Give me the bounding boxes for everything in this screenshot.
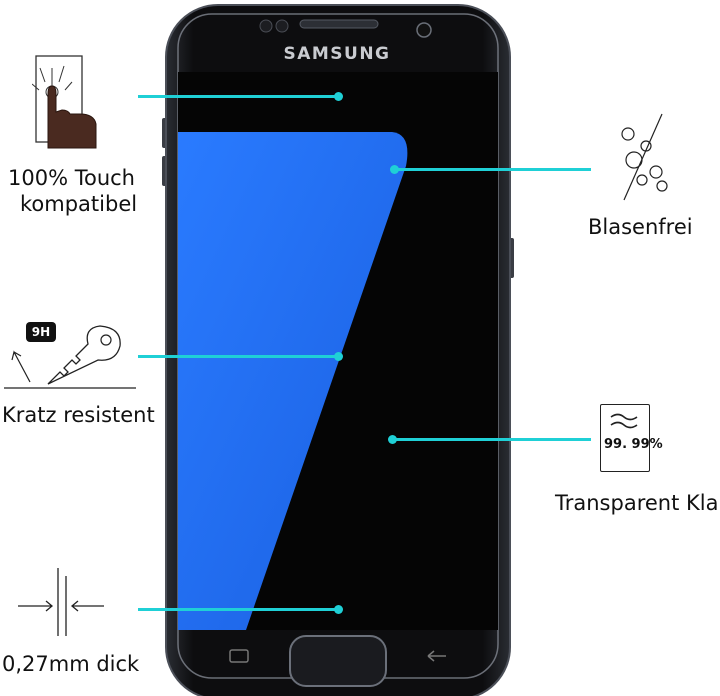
bubble-connector-line: [396, 168, 591, 171]
touch-connector-dot: [334, 92, 343, 101]
touch-connector-line: [138, 95, 338, 98]
clear-connector-dot: [388, 435, 397, 444]
clarity-icon: [600, 404, 650, 472]
home-button: [289, 635, 387, 687]
key-scratch-icon: [4, 325, 136, 389]
scratch-connector-dot: [334, 352, 343, 361]
hardness-badge-text: 9H: [31, 325, 51, 339]
touch-finger-icon: [32, 55, 97, 149]
touch-label-line-2: kompatibel: [20, 192, 138, 216]
bubble-label: Blasenfrei: [588, 215, 693, 239]
touch-label-line-1: 100% Touch: [8, 166, 135, 190]
scratch-connector-line: [138, 355, 338, 358]
earpiece: [299, 19, 379, 29]
clarity-percent: 99. 99%: [604, 437, 663, 452]
clear-label: Transparent Klar: [555, 491, 720, 515]
clear-connector-line: [394, 438, 591, 441]
scratch-label: Kratz resistent: [2, 403, 155, 427]
recent-apps-icon: [229, 649, 249, 663]
sensor-dot: [259, 19, 273, 33]
thin-connector-dot: [334, 605, 343, 614]
thickness-arrows-icon: [18, 568, 104, 636]
brand-label: SAMSUNG: [283, 44, 390, 64]
thin-connector-line: [138, 608, 338, 611]
sensor-dot: [275, 19, 289, 33]
hardness-badge: 9H: [26, 322, 56, 342]
wave-lines-icon: [610, 413, 638, 429]
screen-wallpaper: [178, 132, 408, 630]
bubbles-icon: [621, 113, 668, 201]
bubble-connector-dot: [390, 165, 399, 174]
back-icon: [427, 650, 446, 662]
thin-label: 0,27mm dick: [2, 652, 140, 676]
front-camera: [416, 22, 432, 38]
